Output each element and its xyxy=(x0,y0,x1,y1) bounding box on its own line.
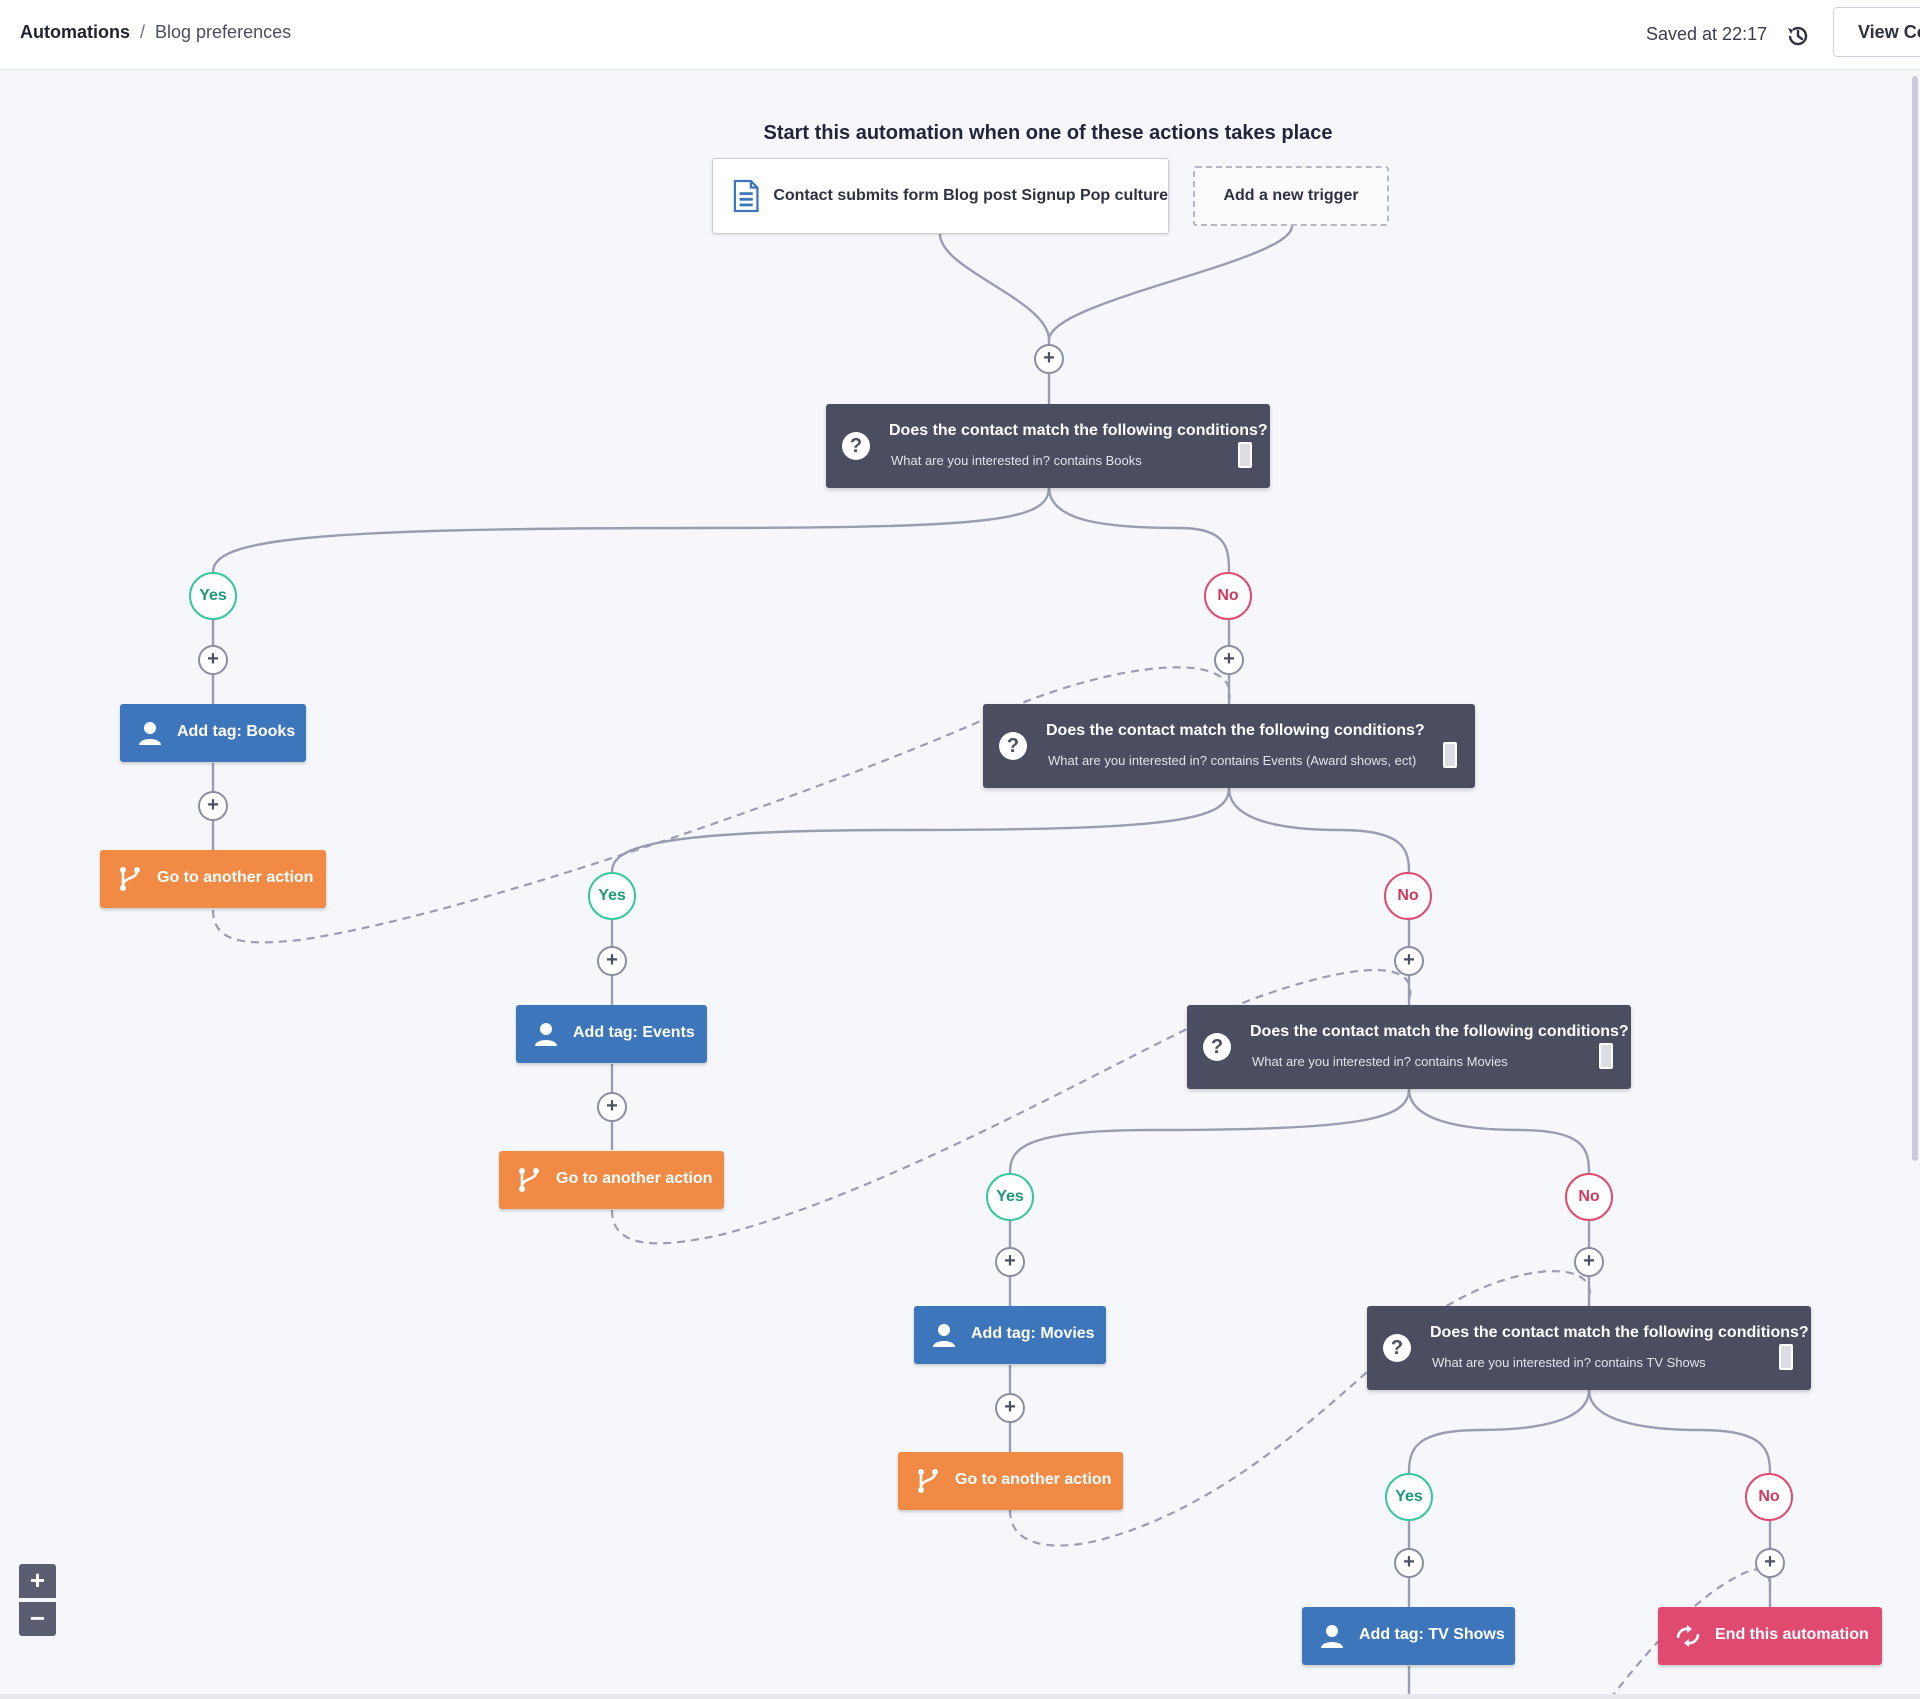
condition-title: Does the contact match the following con… xyxy=(1046,722,1425,739)
add-tag-books-action[interactable]: Add tag: Books xyxy=(120,704,306,762)
canvas-bottom-edge xyxy=(0,1694,1920,1699)
yes-branch-pill[interactable]: Yes xyxy=(189,572,237,620)
add-step-button[interactable]: + xyxy=(995,1247,1025,1277)
add-step-button[interactable]: + xyxy=(1034,344,1064,374)
action-label: Add tag: TV Shows xyxy=(1359,1626,1505,1643)
go-to-another-action-3[interactable]: Go to another action xyxy=(898,1452,1123,1510)
go-to-another-action-1[interactable]: Go to another action xyxy=(100,850,326,908)
condition-title: Does the contact match the following con… xyxy=(889,422,1268,439)
condition-card-movies[interactable]: ? Does the contact match the following c… xyxy=(1187,1005,1631,1089)
yes-branch-pill[interactable]: Yes xyxy=(1385,1473,1433,1521)
action-label: Add tag: Books xyxy=(177,723,296,740)
action-label: End this automation xyxy=(1715,1626,1869,1643)
action-label: Add tag: Events xyxy=(573,1024,695,1041)
add-tag-events-action[interactable]: Add tag: Events xyxy=(516,1005,707,1063)
top-bar: Automations / Blog preferences Saved at … xyxy=(0,0,1920,70)
vertical-scrollbar[interactable] xyxy=(1912,76,1918,1161)
breadcrumb-separator: / xyxy=(140,22,146,42)
yes-branch-pill[interactable]: Yes xyxy=(588,872,636,920)
add-tag-tv-shows-action[interactable]: Add tag: TV Shows xyxy=(1302,1607,1515,1665)
trigger-card[interactable]: Contact submits form Blog post Signup Po… xyxy=(712,158,1169,234)
go-to-another-action-2[interactable]: Go to another action xyxy=(499,1151,724,1209)
breadcrumb: Automations / Blog preferences xyxy=(20,22,291,43)
condition-title: Does the contact match the following con… xyxy=(1430,1324,1809,1341)
condition-subtitle: What are you interested in? contains Boo… xyxy=(891,453,1142,468)
yes-branch-pill[interactable]: Yes xyxy=(986,1173,1034,1221)
add-step-button[interactable]: + xyxy=(198,791,228,821)
condition-subtitle: What are you interested in? contains Mov… xyxy=(1252,1054,1508,1069)
action-label: Go to another action xyxy=(556,1170,713,1187)
add-step-button[interactable]: + xyxy=(1214,645,1244,675)
condition-handle-icon[interactable] xyxy=(1238,442,1252,468)
zoom-in-button[interactable]: + xyxy=(19,1564,56,1598)
add-step-button[interactable]: + xyxy=(1574,1247,1604,1277)
add-step-button[interactable]: + xyxy=(597,946,627,976)
view-button[interactable]: View Co xyxy=(1833,7,1920,57)
user-icon xyxy=(139,722,161,745)
end-arrows-icon xyxy=(1676,1625,1700,1647)
user-icon xyxy=(1321,1625,1343,1648)
branch-icon xyxy=(918,1469,938,1493)
breadcrumb-current: Blog preferences xyxy=(155,22,292,42)
user-icon xyxy=(933,1324,955,1347)
condition-card-books[interactable]: ? Does the contact match the following c… xyxy=(826,404,1270,488)
add-step-button[interactable]: + xyxy=(198,645,228,675)
action-label: Add tag: Movies xyxy=(971,1325,1095,1342)
zoom-controls: + − xyxy=(19,1564,56,1636)
add-new-trigger-button[interactable]: Add a new trigger xyxy=(1193,166,1389,226)
condition-card-events[interactable]: ? Does the contact match the following c… xyxy=(983,704,1475,788)
end-automation-action[interactable]: End this automation xyxy=(1658,1607,1882,1665)
condition-subtitle: What are you interested in? contains Eve… xyxy=(1048,753,1417,768)
condition-subtitle: What are you interested in? contains TV … xyxy=(1432,1355,1706,1370)
action-label: Go to another action xyxy=(955,1471,1112,1488)
document-icon xyxy=(733,179,759,213)
trigger-label: Contact submits form Blog post Signup Po… xyxy=(773,187,1168,204)
question-icon: ? xyxy=(842,432,870,460)
add-step-button[interactable]: + xyxy=(1755,1548,1785,1578)
zoom-out-button[interactable]: − xyxy=(19,1602,56,1636)
flow-title: Start this automation when one of these … xyxy=(763,122,1333,144)
question-icon: ? xyxy=(999,732,1027,760)
no-branch-pill[interactable]: No xyxy=(1384,872,1432,920)
branch-icon xyxy=(519,1168,539,1192)
condition-card-tv-shows[interactable]: ? Does the contact match the following c… xyxy=(1367,1306,1811,1390)
add-step-button[interactable]: + xyxy=(1394,1548,1424,1578)
user-icon xyxy=(535,1023,557,1046)
action-label: Go to another action xyxy=(157,869,314,886)
condition-handle-icon[interactable] xyxy=(1443,742,1457,768)
no-branch-pill[interactable]: No xyxy=(1565,1173,1613,1221)
history-icon[interactable] xyxy=(1784,22,1812,50)
saved-status: Saved at 22:17 xyxy=(1646,24,1768,44)
condition-title: Does the contact match the following con… xyxy=(1250,1023,1629,1040)
add-step-button[interactable]: + xyxy=(995,1393,1025,1423)
branch-icon xyxy=(120,867,140,891)
add-step-button[interactable]: + xyxy=(1394,946,1424,976)
add-step-button[interactable]: + xyxy=(597,1092,627,1122)
no-branch-pill[interactable]: No xyxy=(1745,1473,1793,1521)
breadcrumb-automations-link[interactable]: Automations xyxy=(20,22,130,42)
question-icon: ? xyxy=(1383,1334,1411,1362)
condition-handle-icon[interactable] xyxy=(1779,1344,1793,1370)
condition-handle-icon[interactable] xyxy=(1599,1043,1613,1069)
question-icon: ? xyxy=(1203,1033,1231,1061)
no-branch-pill[interactable]: No xyxy=(1204,572,1252,620)
add-tag-movies-action[interactable]: Add tag: Movies xyxy=(914,1306,1106,1364)
